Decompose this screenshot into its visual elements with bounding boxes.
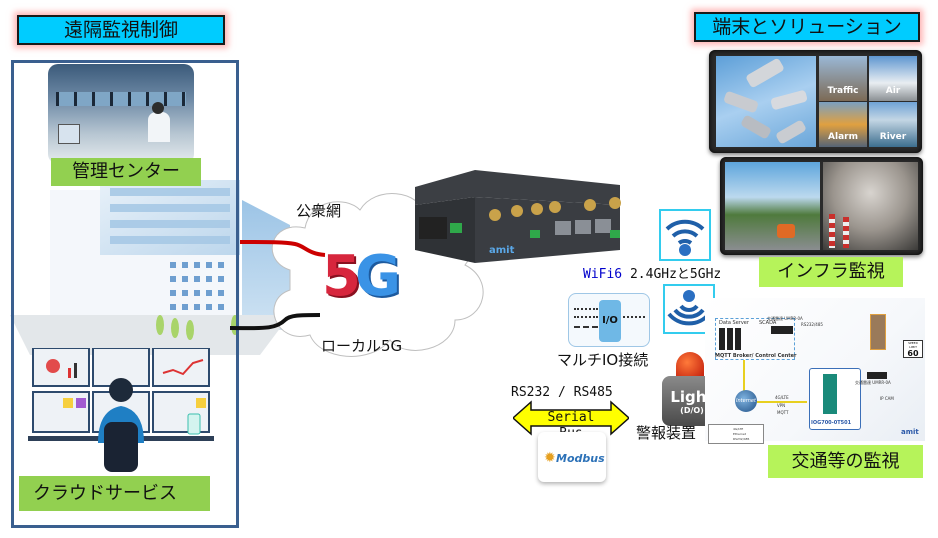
river-tile: River xyxy=(869,102,917,147)
radar1-label: 交通雷達 UMRR-0A xyxy=(767,316,803,321)
io-chip: I/O xyxy=(599,300,621,342)
modbus-label: Modbus xyxy=(556,452,605,465)
5g-router-device: amit xyxy=(415,170,621,263)
wifi-bands: 2.4GHzと5GHz xyxy=(622,267,722,282)
local-5g-label: ローカル5G xyxy=(321,337,403,355)
road-photo xyxy=(725,162,820,250)
remote-monitoring-panel xyxy=(11,60,239,528)
red-cable xyxy=(239,240,326,257)
light-label: Light xyxy=(670,388,714,406)
internet-globe: Internet xyxy=(735,390,757,412)
modbus-gear-icon: ✹ xyxy=(544,450,556,466)
air-tile: Air xyxy=(869,56,917,101)
wifi6-name: WiFi6 xyxy=(583,267,623,282)
public-network-label: 公衆網 xyxy=(296,202,342,220)
serial-bus-arrow xyxy=(513,400,629,436)
scada-label: SCADA xyxy=(759,320,777,326)
infrastructure-photo xyxy=(720,157,923,255)
management-center-label: 管理センター xyxy=(51,158,201,186)
connection-legend: 4G/LTE Ethernet RS232/485 xyxy=(708,424,764,444)
serial-protocols-label: RS232 / RS485 xyxy=(511,385,613,400)
radar2-label: 交通雷達 UMRR-0A xyxy=(855,380,891,385)
iog700-label: IOG700-0T501 xyxy=(811,420,852,426)
multi-io-icon: I/O xyxy=(568,293,650,347)
mqtt-broker-label: MQTT Broker/ Control Center xyxy=(715,353,797,359)
wifi6-band-label: WiFi6 2.4GHzと5GHz xyxy=(583,263,721,282)
light-do-label: (D/O) xyxy=(680,406,704,415)
router-brand: amit xyxy=(489,245,515,256)
cctv-photo xyxy=(716,56,816,147)
speed-limit-sign: SPEED LIMIT 60 xyxy=(903,340,923,358)
camera-collage: Traffic Air Alarm River xyxy=(709,50,922,153)
traffic-monitoring-diagram: Data Server SCADA MQTT Broker/ Control C… xyxy=(705,298,925,441)
5g-logo: 5G xyxy=(322,244,401,309)
cloud-service-label: クラウドサービス xyxy=(19,476,210,511)
modbus-device: ✹ Modbus xyxy=(538,432,606,482)
building-illustration xyxy=(10,180,290,355)
multi-io-label: マルチIO接続 xyxy=(557,351,649,369)
alarm-device-label: 警報装置 xyxy=(636,424,697,442)
alarm-tile: Alarm xyxy=(819,102,867,147)
factory-photo xyxy=(823,162,918,250)
link-vpn: VPN xyxy=(777,403,786,408)
ip-cam-label: IP CAM xyxy=(880,396,894,401)
link-4glte: 4G/LTE xyxy=(775,395,789,400)
traffic-monitoring-label: 交通等の監視 xyxy=(768,445,923,478)
terminals-solutions-title: 端末とソリューション xyxy=(694,12,920,42)
remote-monitoring-title: 遠隔監視制御 xyxy=(17,15,225,45)
control-center-photo xyxy=(48,64,194,164)
wifi-icon[interactable] xyxy=(659,209,711,261)
cloud-service-illustration xyxy=(28,348,214,472)
traffic-tile: Traffic xyxy=(819,56,867,101)
infrastructure-monitoring-label: インフラ監視 xyxy=(759,257,903,287)
black-cable xyxy=(230,313,321,331)
amit-logo: amit xyxy=(901,428,919,436)
link-mqtt: MQTT xyxy=(777,410,789,415)
serial-label: RS232/485 xyxy=(801,322,823,327)
data-server-label: Data Server xyxy=(719,320,749,326)
